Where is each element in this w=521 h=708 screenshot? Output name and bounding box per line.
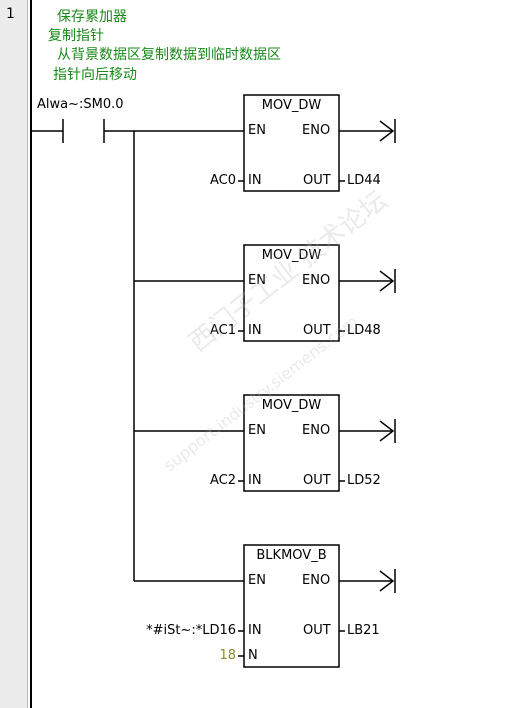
block-4-in-operand[interactable]: *#iSt~:*LD16 bbox=[146, 623, 236, 638]
block-1-out-operand[interactable]: LD44 bbox=[347, 173, 381, 188]
comment-line-1: 保存累加器 bbox=[57, 9, 127, 25]
block-2-eno-arrow bbox=[339, 269, 396, 293]
block-1-eno-pin: ENO bbox=[302, 123, 331, 138]
block-4-out-operand[interactable]: LB21 bbox=[347, 623, 380, 638]
block-1-title[interactable]: MOV_DW bbox=[261, 98, 322, 113]
block-2-box bbox=[243, 244, 340, 342]
block-2-in-pin: IN bbox=[248, 323, 262, 338]
block-2-out-operand[interactable]: LD48 bbox=[347, 323, 381, 338]
block-4-en-pin: EN bbox=[248, 573, 266, 588]
network-number: 1 bbox=[6, 6, 15, 22]
block-2-in-operand[interactable]: AC1 bbox=[209, 323, 236, 338]
block-4-n-operand[interactable]: 18 bbox=[219, 648, 236, 663]
block-2-out-pin: OUT bbox=[303, 323, 331, 338]
block-2-eno-pin: ENO bbox=[302, 273, 331, 288]
block-1-in-pin: IN bbox=[248, 173, 262, 188]
block-3-en-pin: EN bbox=[248, 423, 266, 438]
network-header-bar: 1 bbox=[0, 0, 28, 708]
block-3-out-pin: OUT bbox=[303, 473, 331, 488]
block-2-en-pin: EN bbox=[248, 273, 266, 288]
block-4-n-pin: N bbox=[248, 648, 258, 663]
block-3-in-operand[interactable]: AC2 bbox=[209, 473, 236, 488]
block-1-out-pin: OUT bbox=[303, 173, 331, 188]
block-1-in-operand[interactable]: AC0 bbox=[209, 173, 236, 188]
block-1-box bbox=[243, 94, 340, 192]
comment-line-3: 从背景数据区复制数据到临时数据区 bbox=[57, 47, 281, 63]
block-1-en-pin: EN bbox=[248, 123, 266, 138]
contact-label[interactable]: Alwa~:SM0.0 bbox=[37, 97, 124, 112]
block-4-eno-arrow bbox=[339, 569, 396, 593]
block-4-in-pin: IN bbox=[248, 623, 262, 638]
block-1-eno-arrow bbox=[339, 119, 396, 143]
left-power-rail bbox=[30, 0, 32, 708]
block-4-eno-pin: ENO bbox=[302, 573, 331, 588]
block-3-eno-pin: ENO bbox=[302, 423, 331, 438]
block-2-title[interactable]: MOV_DW bbox=[261, 248, 322, 263]
block-3-eno-arrow bbox=[339, 419, 396, 443]
block-3-in-pin: IN bbox=[248, 473, 262, 488]
comment-line-4: 指针向后移动 bbox=[53, 67, 137, 83]
block-3-title[interactable]: MOV_DW bbox=[261, 398, 322, 413]
block-3-out-operand[interactable]: LD52 bbox=[347, 473, 381, 488]
block-3-box bbox=[243, 394, 340, 492]
block-4-out-pin: OUT bbox=[303, 623, 331, 638]
comment-line-2: 复制指针 bbox=[48, 28, 104, 44]
block-4-box bbox=[243, 544, 340, 668]
block-4-title[interactable]: BLKMOV_B bbox=[256, 548, 327, 563]
